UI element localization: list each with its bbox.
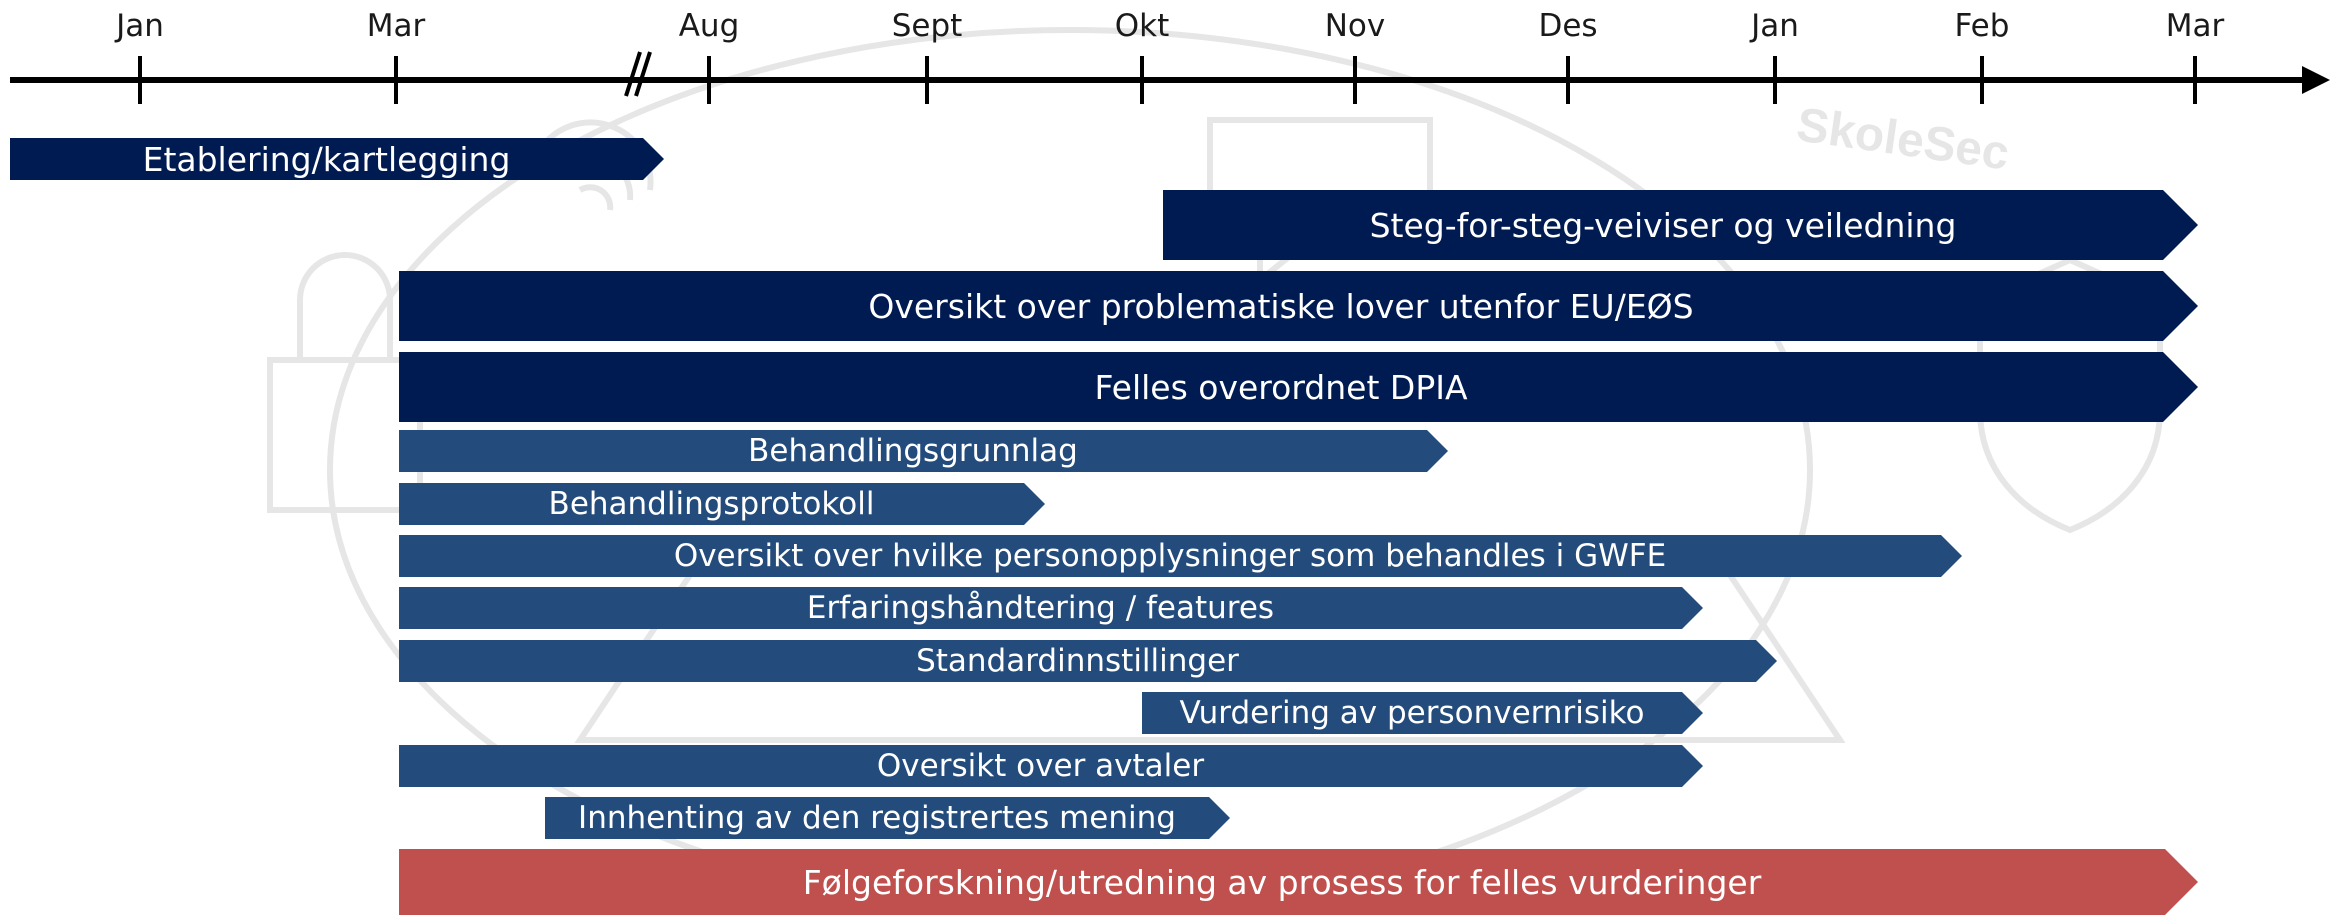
month-label: Feb — [1954, 8, 2010, 44]
task-bar: Etablering/kartlegging — [10, 138, 664, 180]
timeline-axis — [10, 51, 2330, 104]
month-label: Mar — [2165, 8, 2225, 44]
month-ticks — [138, 56, 2197, 104]
task-bar-label: Oversikt over hvilke personopplysninger … — [673, 538, 1667, 574]
task-bar: Oversikt over problematiske lover utenfo… — [399, 271, 2198, 341]
task-bar-label: Oversikt over avtaler — [876, 748, 1205, 784]
month-label: Jan — [116, 8, 164, 44]
task-bar: Oversikt over hvilke personopplysninger … — [399, 535, 1962, 577]
task-bar: Vurdering av personvernrisiko — [1142, 692, 1703, 734]
task-bar: Standardinnstillinger — [399, 640, 1777, 682]
task-bar: Behandlingsgrunnlag — [399, 430, 1448, 472]
month-label: Nov — [1324, 8, 1386, 44]
month-label: Jan — [1751, 8, 1799, 44]
axis-break-icon — [624, 51, 652, 97]
task-bar-label: Steg-for-steg-veiviser og veiledning — [1369, 205, 1957, 245]
task-bar-label: Behandlingsgrunnlag — [748, 433, 1078, 469]
task-bar: Erfaringshåndtering / features — [399, 587, 1703, 629]
task-bar-label: Oversikt over problematiske lover utenfo… — [868, 286, 1694, 326]
task-bar-label: Felles overordnet DPIA — [1094, 367, 1468, 407]
arrow-right-icon — [2302, 66, 2330, 94]
month-label: Aug — [678, 8, 740, 44]
task-bar-label: Innhenting av den registrertes mening — [578, 800, 1176, 836]
task-bar: Steg-for-steg-veiviser og veiledning — [1163, 190, 2198, 260]
task-bar: Innhenting av den registrertes mening — [545, 797, 1230, 839]
task-bar-label: Standardinnstillinger — [916, 643, 1239, 679]
task-bar-label: Vurdering av personvernrisiko — [1179, 695, 1645, 731]
task-bar: Oversikt over avtaler — [399, 745, 1703, 787]
task-bar: Følgeforskning/utredning av prosess for … — [399, 849, 2198, 915]
month-label: Mar — [366, 8, 426, 44]
watermark-padlock-left-icon — [267, 252, 423, 513]
task-bar-label: Behandlingsprotokoll — [548, 486, 875, 522]
month-label: Okt — [1114, 8, 1170, 44]
task-bar-label: Etablering/kartlegging — [142, 139, 511, 179]
task-bar-label: Følgeforskning/utredning av prosess for … — [802, 862, 1762, 902]
task-bar: Felles overordnet DPIA — [399, 352, 2198, 422]
task-bar: Behandlingsprotokoll — [399, 483, 1045, 525]
task-bar-label: Erfaringshåndtering / features — [806, 590, 1275, 626]
month-label: Des — [1538, 8, 1598, 44]
month-label: Sept — [891, 8, 963, 44]
